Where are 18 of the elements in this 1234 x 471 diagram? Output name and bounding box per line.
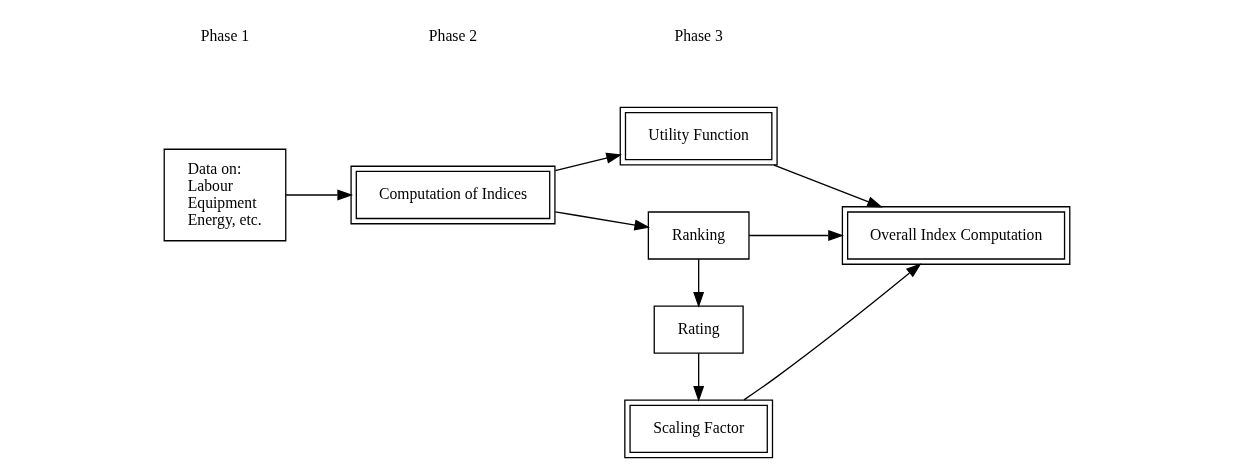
node-box: Rating — [653, 305, 744, 354]
label: Phase 3 — [674, 26, 723, 44]
label: Phase 1 — [200, 26, 250, 44]
arrow — [748, 230, 844, 241]
node-box: Computation of Indices — [350, 165, 556, 225]
arrow — [554, 152, 622, 172]
node-box: Ranking — [647, 211, 750, 260]
arrow — [285, 189, 354, 201]
node-box: Scaling Factor — [624, 399, 774, 459]
arrow — [693, 352, 705, 402]
node-box: Overall Index Computation — [841, 206, 1071, 265]
arrow — [554, 211, 651, 231]
label: Phase 2 — [428, 26, 478, 44]
node-box: Data on: Labour Equipment Energy, etc. — [163, 148, 287, 242]
arrow — [693, 258, 705, 308]
arrow — [743, 263, 922, 401]
arrow — [773, 164, 883, 208]
node-box: Utility Function — [619, 106, 778, 166]
